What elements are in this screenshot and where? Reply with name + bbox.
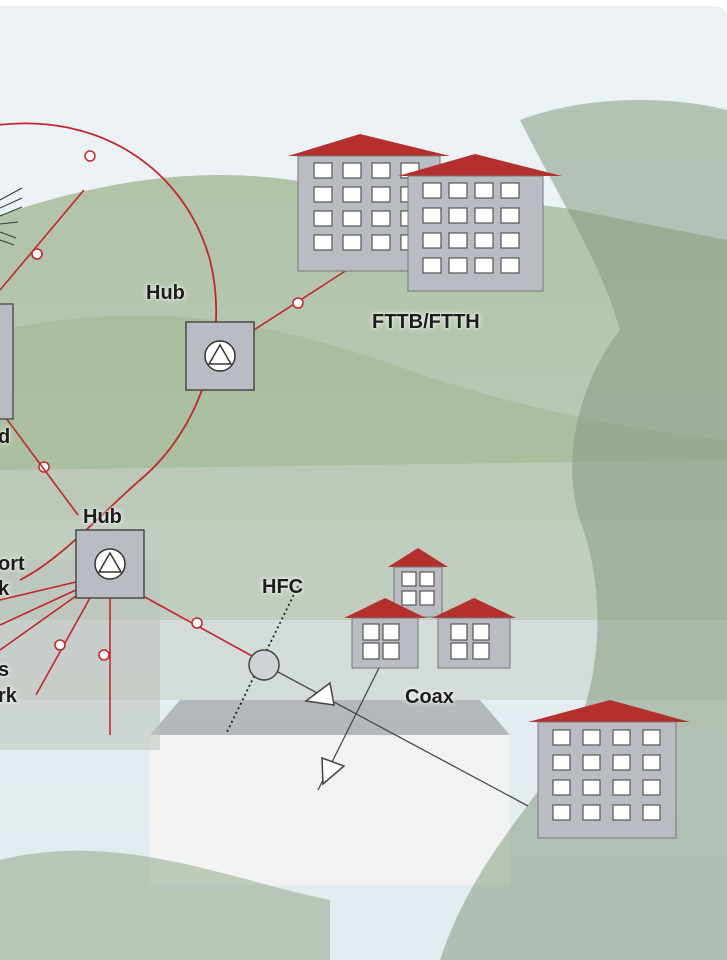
window: [342, 162, 362, 179]
window: [313, 234, 333, 251]
window: [342, 186, 362, 203]
transport-network-label-line1: ort: [0, 553, 25, 575]
coax-label: Coax: [405, 686, 454, 708]
hub-top-label: Hub: [146, 282, 185, 304]
window: [500, 207, 520, 224]
window: [612, 779, 631, 796]
window: [448, 182, 468, 199]
access-network-label-line2: rk: [0, 685, 17, 707]
window: [419, 571, 435, 587]
window: [450, 642, 468, 660]
house-icon[interactable]: [432, 598, 516, 669]
house-icon[interactable]: [344, 598, 426, 669]
fttb-link: [253, 267, 351, 331]
window: [642, 779, 661, 796]
window: [582, 779, 601, 796]
background-landscape: [0, 6, 727, 960]
window: [371, 186, 391, 203]
hfc-label: HFC: [262, 576, 304, 598]
window: [342, 234, 362, 251]
window: [552, 779, 571, 796]
window: [582, 804, 601, 821]
window: [642, 754, 661, 771]
window: [582, 754, 601, 771]
window: [371, 162, 391, 179]
triangle-amplifier-icon[interactable]: [321, 756, 346, 786]
window: [500, 257, 520, 274]
window: [474, 257, 494, 274]
window: [552, 754, 571, 771]
window: [371, 234, 391, 251]
window: [582, 729, 601, 746]
triangle-in-circle-icon: [94, 548, 126, 580]
window: [448, 207, 468, 224]
window: [450, 623, 468, 641]
head-end-label-fragment: d: [0, 426, 11, 448]
hub-bottom-label: Hub: [83, 506, 122, 528]
window: [422, 182, 442, 199]
fiber-node-circle-icon[interactable]: [248, 649, 280, 681]
apartment-building-icon[interactable]: [528, 700, 690, 839]
window: [401, 571, 417, 587]
head-end-box: [0, 303, 14, 420]
window: [448, 257, 468, 274]
window: [474, 207, 494, 224]
window: [419, 590, 435, 606]
window: [612, 729, 631, 746]
window: [342, 210, 362, 227]
window: [642, 804, 661, 821]
window: [500, 232, 520, 249]
head-end-spokes: [0, 189, 85, 516]
window: [313, 162, 333, 179]
transport-network-label-line2: k: [0, 578, 10, 600]
window: [313, 186, 333, 203]
triangle-in-circle-icon: [204, 340, 236, 372]
window: [422, 207, 442, 224]
splice-marker: [84, 150, 96, 162]
window: [642, 729, 661, 746]
window: [371, 210, 391, 227]
window: [362, 642, 380, 660]
window: [552, 804, 571, 821]
window: [448, 232, 468, 249]
window: [401, 590, 417, 606]
window: [313, 210, 333, 227]
window: [552, 729, 571, 746]
window: [500, 182, 520, 199]
access-network-label-line1: s: [0, 659, 10, 681]
satellite-antenna: [0, 187, 23, 246]
splice-marker: [38, 461, 50, 473]
bottom-hub-spokes: [0, 581, 253, 735]
fttb-label: FTTB/FTTH: [372, 311, 480, 333]
triangle-amplifier-icon[interactable]: [304, 681, 335, 706]
window: [422, 257, 442, 274]
window: [382, 642, 400, 660]
hub-bottom-node[interactable]: [75, 529, 145, 599]
window: [612, 754, 631, 771]
window: [474, 232, 494, 249]
window: [382, 623, 400, 641]
window: [472, 642, 490, 660]
network-diagram: [0, 6, 727, 960]
window: [362, 623, 380, 641]
diagram-panel: Hub Hub FTTB/FTTH HFC Coax d ort k s rk: [0, 6, 727, 960]
window: [474, 182, 494, 199]
window: [422, 232, 442, 249]
window: [612, 804, 631, 821]
hub-top-node[interactable]: [185, 321, 255, 391]
window: [472, 623, 490, 641]
apartment-building-icon[interactable]: [398, 154, 562, 292]
